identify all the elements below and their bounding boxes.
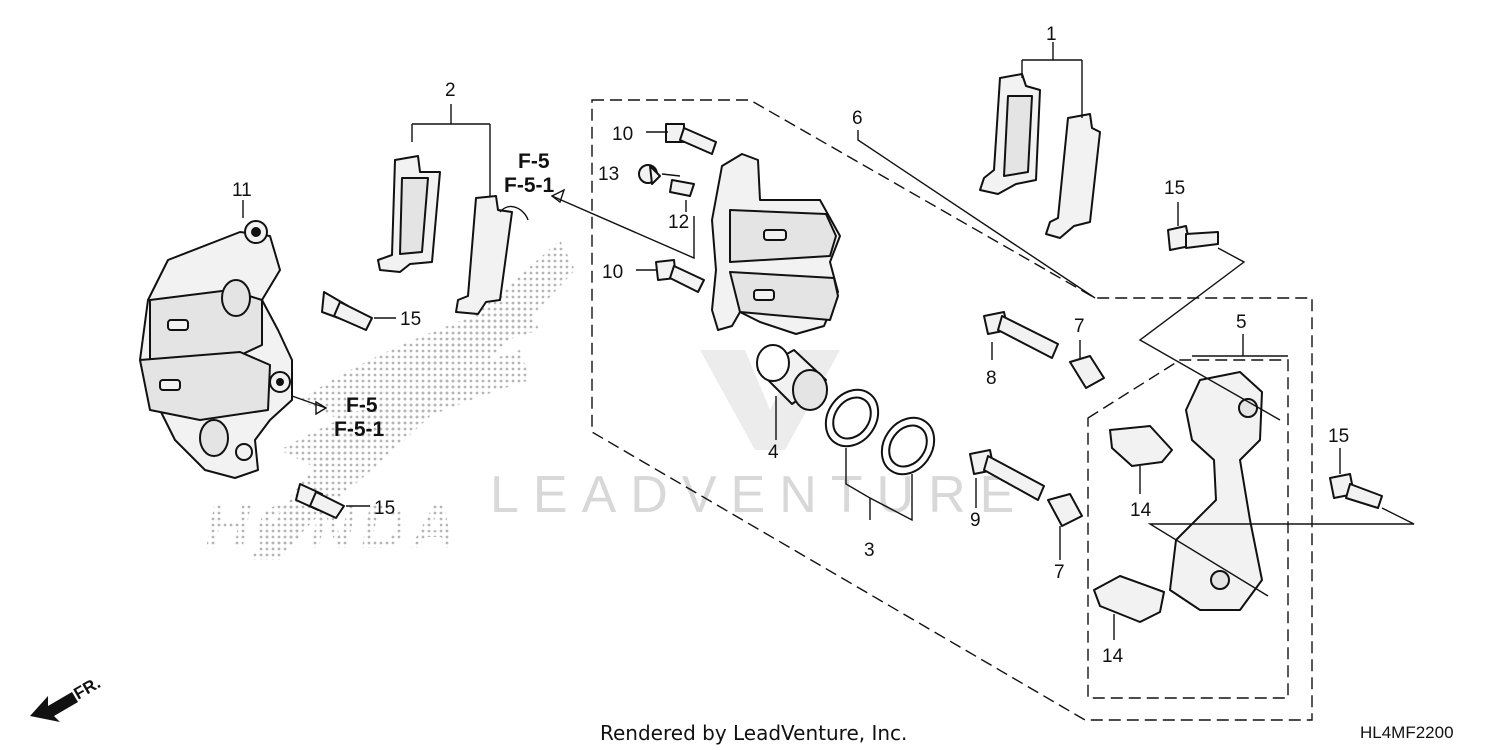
- callout-3: 3: [864, 540, 875, 561]
- caliper-bracket-5: [1169, 371, 1263, 611]
- caliper-assembly-11: [139, 220, 293, 479]
- diagram-code: HL4MF2200: [1360, 723, 1454, 742]
- leadventure-watermark: LEADVENTURE: [490, 350, 1028, 524]
- slide-pin-8: [983, 311, 1059, 359]
- callout-15-right-upper: 15: [1164, 178, 1185, 199]
- callout-14-upper: 14: [1130, 500, 1152, 521]
- bolt-15-right-upper: [1167, 225, 1219, 251]
- callout-14-lower: 14: [1102, 646, 1124, 667]
- callout-15-right-lower: 15: [1328, 426, 1349, 447]
- callout-4: 4: [768, 442, 779, 463]
- callout-2: 2: [445, 80, 456, 101]
- callout-9: 9: [970, 510, 981, 531]
- bolt-15-right-lower: [1329, 473, 1383, 509]
- callout-12: 12: [668, 212, 689, 233]
- front-arrow-icon: [30, 692, 78, 722]
- bleeder-screw-12: [669, 179, 695, 197]
- bolt-10-lower: [655, 259, 705, 293]
- callout-13: 13: [598, 164, 619, 185]
- assembly-5-outline: [1087, 359, 1289, 699]
- rendered-by-text: Rendered by LeadVenture, Inc.: [600, 721, 907, 745]
- bolt-15-left-lower: [295, 483, 345, 519]
- brake-pads-2: [377, 155, 529, 315]
- pad-spring-14-upper: [1109, 425, 1173, 467]
- piston-seals-3: [824, 388, 936, 476]
- callout-6: 6: [852, 108, 863, 129]
- slide-pin-9: [969, 449, 1045, 501]
- reference-top-line2: F-5-1: [504, 174, 554, 197]
- callout-8: 8: [986, 368, 997, 389]
- reference-left-line1: F-5: [346, 394, 378, 417]
- bolt-10-upper: [665, 123, 717, 155]
- reference-left-line2: F-5-1: [334, 418, 384, 441]
- callout-7-upper: 7: [1074, 316, 1085, 337]
- callout-15-left-lower: 15: [374, 498, 395, 519]
- pin-boot-7-lower: [1047, 493, 1083, 527]
- pad-spring-14-lower: [1093, 575, 1165, 623]
- callout-11: 11: [232, 180, 252, 201]
- bolt-15-left-upper: [321, 291, 373, 331]
- callout-1: 1: [1046, 24, 1057, 45]
- callout-5: 5: [1236, 312, 1247, 333]
- pin-boot-7-upper: [1069, 355, 1105, 389]
- callout-10-lower: 10: [602, 262, 623, 283]
- caliper-body-6: [711, 153, 841, 335]
- brake-pads-1: [979, 73, 1101, 239]
- leader-lines: [242, 42, 1415, 640]
- honda-wing-logo: HONDA: [205, 240, 575, 562]
- ref-arrow-left: [315, 400, 328, 416]
- callout-15-left-upper: 15: [400, 309, 421, 330]
- bleeder-cap-13: [638, 164, 661, 185]
- piston-4: [756, 344, 828, 411]
- callout-10-upper: 10: [612, 124, 633, 145]
- watermark-text: LEADVENTURE: [490, 466, 1028, 524]
- callout-7-lower: 7: [1054, 562, 1065, 583]
- assembly-6-outline: [591, 99, 1313, 721]
- front-direction-indicator: FR.: [30, 673, 104, 722]
- reference-top-line1: F-5: [518, 150, 550, 173]
- ref-arrow-top: [550, 188, 566, 204]
